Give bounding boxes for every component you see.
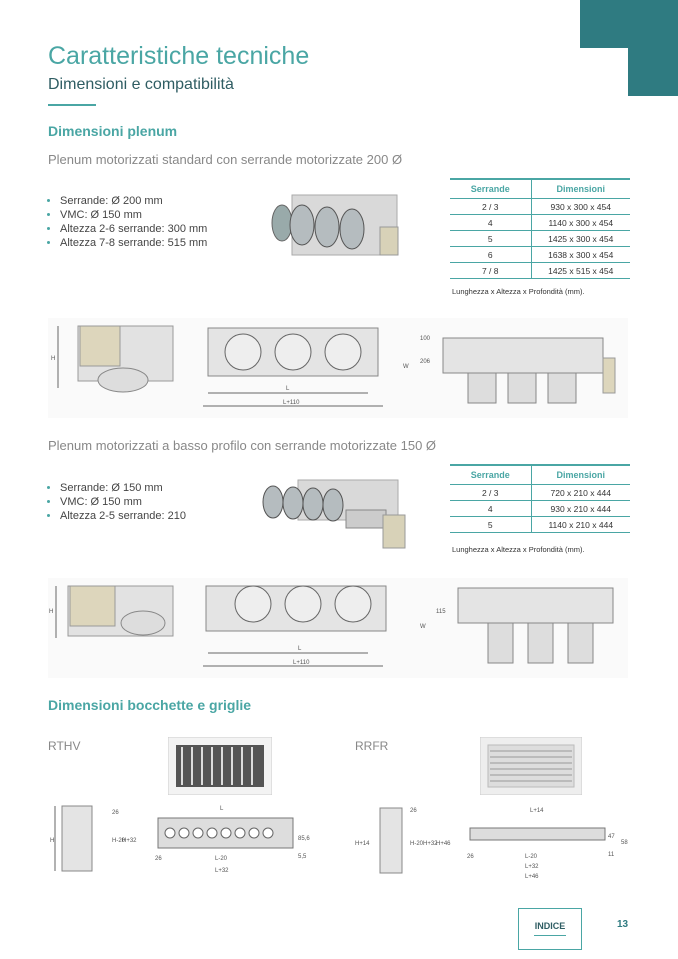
page-title: Caratteristiche tecniche: [48, 42, 310, 70]
svg-text:L+32: L+32: [215, 868, 229, 874]
svg-text:L+110: L+110: [293, 660, 310, 666]
svg-text:206: 206: [420, 359, 431, 365]
svg-text:H+32: H+32: [122, 838, 137, 844]
low-profile-plenum-title: Plenum motorizzati a basso profilo con s…: [48, 438, 437, 453]
svg-text:W: W: [420, 624, 426, 630]
svg-text:W: W: [403, 364, 409, 370]
table-note: Lunghezza x Altezza x Profondità (mm).: [452, 545, 585, 554]
svg-text:H: H: [51, 356, 55, 362]
spec-item: Serrande: Ø 200 mm: [60, 194, 207, 208]
svg-text:5,5: 5,5: [298, 854, 307, 860]
svg-text:26: 26: [467, 854, 474, 860]
page-subtitle: Dimensioni e compatibilità: [48, 76, 234, 93]
svg-text:26: 26: [410, 808, 417, 814]
svg-text:H: H: [50, 838, 54, 844]
spec-item: Altezza 2-6 serrande: 300 mm: [60, 222, 207, 236]
svg-text:115: 115: [436, 609, 446, 615]
svg-text:L+110: L+110: [283, 400, 300, 406]
section-heading-grilles: Dimensioni bocchette e griglie: [48, 697, 252, 713]
svg-text:11: 11: [608, 852, 615, 858]
spec-item: Altezza 7-8 serrande: 515 mm: [60, 236, 207, 250]
spec-item: VMC: Ø 150 mm: [60, 495, 186, 509]
low-profile-technical-drawings: H L L+110 W 115: [48, 578, 628, 678]
index-label: INDICE: [534, 921, 566, 931]
index-underline: [534, 935, 566, 936]
svg-text:H: H: [49, 609, 53, 615]
svg-text:47: 47: [608, 834, 615, 840]
column-header: Dimensioni: [531, 178, 630, 199]
rrfr-grille-image: [480, 737, 582, 795]
svg-text:H-20: H-20: [112, 838, 126, 844]
title-divider: [48, 104, 96, 106]
spec-item: VMC: Ø 150 mm: [60, 208, 207, 222]
spec-item: Serrande: Ø 150 mm: [60, 481, 186, 495]
section-heading-plenum: Dimensioni plenum: [48, 123, 178, 139]
spec-item: Altezza 2-5 serrande: 210: [60, 509, 186, 523]
svg-text:58: 58: [621, 840, 628, 846]
svg-text:H-20: H-20: [410, 841, 424, 847]
svg-text:L+46: L+46: [525, 874, 539, 880]
svg-text:H+46: H+46: [436, 841, 451, 847]
page-number: 13: [617, 919, 629, 930]
table-note: Lunghezza x Altezza x Profondità (mm).: [452, 287, 585, 296]
standard-plenum-image: [271, 194, 399, 256]
column-header: Dimensioni: [531, 464, 630, 485]
svg-text:L: L: [298, 646, 302, 652]
svg-text:100: 100: [420, 336, 431, 342]
svg-text:L-20: L-20: [525, 854, 538, 860]
svg-text:26: 26: [112, 810, 119, 816]
index-button[interactable]: INDICE: [518, 908, 582, 950]
svg-text:L+32: L+32: [525, 864, 539, 870]
svg-text:H+14: H+14: [355, 841, 370, 847]
svg-text:L-20: L-20: [215, 856, 228, 862]
svg-text:85,6: 85,6: [298, 836, 310, 842]
standard-plenum-title: Plenum motorizzati standard con serrande…: [48, 152, 403, 167]
svg-text:26: 26: [155, 856, 162, 862]
rthv-label: RTHV: [48, 739, 81, 753]
svg-text:H+32: H+32: [423, 841, 438, 847]
svg-text:L: L: [220, 806, 224, 812]
standard-technical-drawings: H L L+110 W 100 206: [48, 318, 628, 418]
rthv-grille-image: [168, 737, 272, 795]
svg-text:L+14: L+14: [530, 808, 544, 814]
standard-specs-list: Serrande: Ø 200 mm VMC: Ø 150 mm Altezza…: [48, 194, 207, 250]
low-profile-specs-list: Serrande: Ø 150 mm VMC: Ø 150 mm Altezza…: [48, 481, 186, 523]
corner-decoration: [628, 48, 678, 96]
column-header: Serrande: [450, 464, 532, 485]
corner-decoration: [580, 0, 678, 48]
low-profile-plenum-image: [262, 479, 406, 549]
rrfr-label: RRFR: [355, 739, 389, 753]
svg-text:L: L: [286, 386, 290, 392]
column-header: Serrande: [450, 178, 532, 199]
